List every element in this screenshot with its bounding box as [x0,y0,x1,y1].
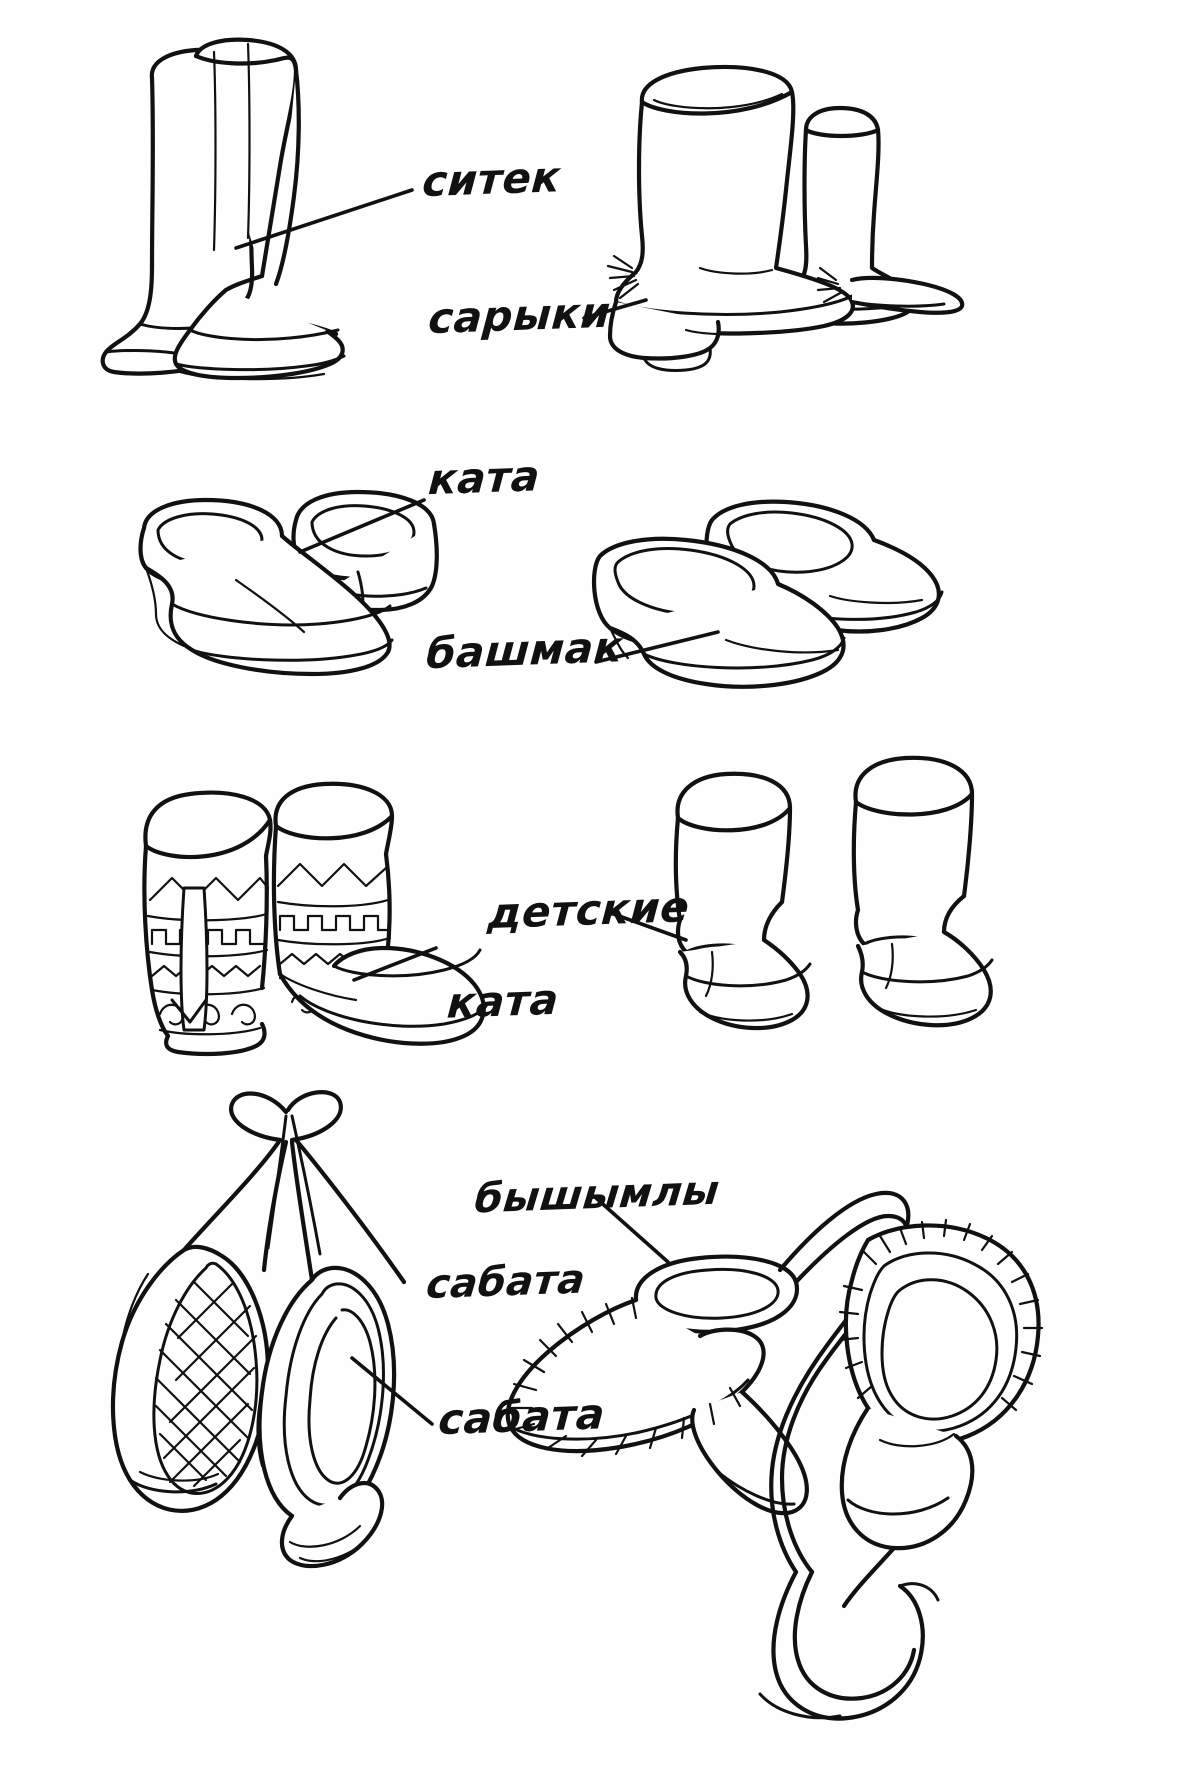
drawing-kata-galoshes [138,489,439,677]
label-detskie-kata: детские ката [413,841,693,1116]
leader-line-byshymly-sabata [594,1196,670,1264]
drawing-sabata-tied-pair [110,1090,407,1569]
drawing-sitek-boots [100,37,346,381]
crosshatch-pattern [154,1280,258,1488]
fur-rim-hatching [838,1218,1044,1412]
drawing-byshymly-sabata [505,1190,1044,1721]
leader-line-bashmak [594,630,720,664]
leader-line-sabata [350,1356,434,1426]
fur-texture [508,1296,742,1458]
drawing-plain-childrens-boots [673,755,994,1031]
label-bashmak: башмак [424,622,625,679]
leader-line-kata [298,498,426,554]
drawing-saryki-boots [606,64,965,372]
ornament-zigzag-band-left [146,876,270,922]
label-byshymly-line2: сабата [424,1256,588,1309]
label-saryki: сарыки [426,287,613,344]
leader-line-sitek [234,188,414,250]
label-kata: ката [426,451,542,505]
drawing-bashmak-slippers [591,499,944,689]
leader-line-detskie-kata [606,910,688,942]
drawing-ornamented-childrens-boots [142,781,488,1057]
ornament-zigzag-band-right [276,862,390,908]
label-sabata: сабата [436,1389,607,1445]
label-byshymly-sabata: бышымлы сабата [397,1127,726,1391]
label-detskie-line1: детские [486,882,692,939]
label-sitek: ситек [420,152,563,207]
ornament-meander-band-right [276,914,392,946]
label-byshymly-line1: бышымлы [472,1167,722,1223]
leader-line-saryki [582,298,648,320]
label-detskie-line2: ката [445,974,561,1028]
leader-line-detskie-kata-2 [352,946,438,982]
